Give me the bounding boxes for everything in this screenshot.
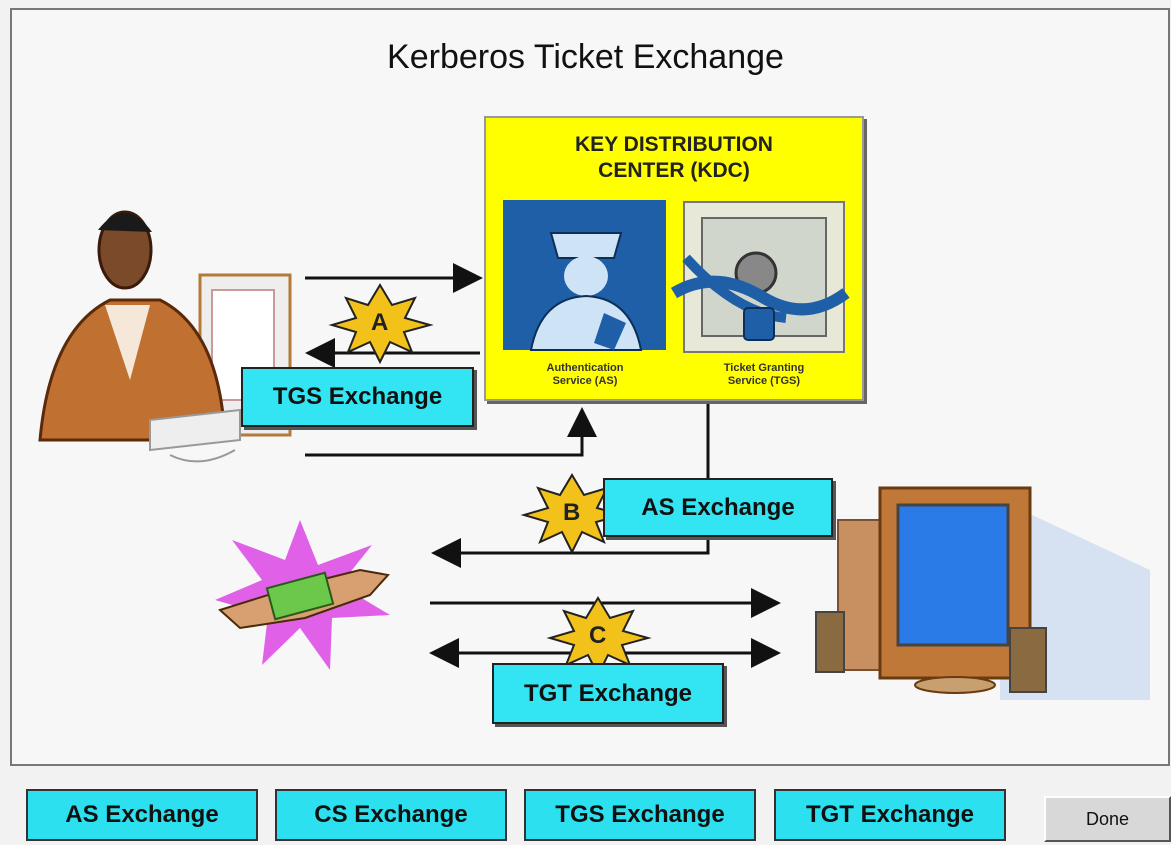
exchange-label-a[interactable]: TGS Exchange xyxy=(241,367,474,427)
server-computer-icon xyxy=(815,486,1150,700)
badge-a-icon xyxy=(328,283,434,365)
diagram-title: Kerberos Ticket Exchange xyxy=(387,38,784,76)
badge-b-letter: B xyxy=(563,499,581,526)
badge-a-letter: A xyxy=(371,309,389,336)
cs-exchange-button[interactable]: CS Exchange xyxy=(275,789,507,841)
kdc-title-line2: CENTER (KDC) xyxy=(598,159,750,182)
kdc-title: KEY DISTRIBUTION CENTER (KDC) xyxy=(486,132,862,184)
as-exchange-button[interactable]: AS Exchange xyxy=(26,789,258,841)
as-service-label: Authentication Service (AS) xyxy=(546,362,624,387)
authentication-service-icon xyxy=(503,200,666,351)
tgs-exchange-button[interactable]: TGS Exchange xyxy=(524,789,756,841)
kdc-box: KEY DISTRIBUTION CENTER (KDC) Authentica… xyxy=(484,116,864,401)
kdc-title-line1: KEY DISTRIBUTION xyxy=(575,133,773,156)
exchange-label-b[interactable]: AS Exchange xyxy=(603,478,833,537)
done-button[interactable]: Done xyxy=(1044,796,1171,842)
tgs-service-label: Ticket Granting Service (TGS) xyxy=(723,362,805,387)
ticket-granting-service-icon xyxy=(670,201,850,353)
badge-c-letter: C xyxy=(589,622,607,649)
arrow-tgs-to-ticket xyxy=(431,402,710,568)
ticket-handoff-icon xyxy=(215,520,390,670)
tgt-exchange-button[interactable]: TGT Exchange xyxy=(774,789,1006,841)
badge-b-icon xyxy=(520,473,626,555)
arrow-client-to-tgs xyxy=(305,407,597,457)
exchange-label-c[interactable]: TGT Exchange xyxy=(492,663,724,724)
kdc-services-graphics xyxy=(503,200,850,353)
